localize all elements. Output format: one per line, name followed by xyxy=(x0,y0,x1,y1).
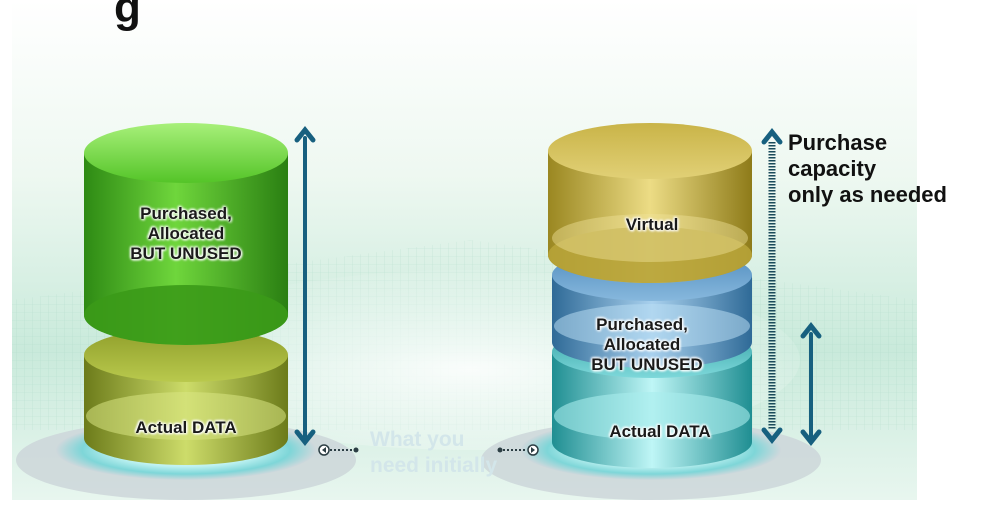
right-actual-data-cylinder xyxy=(552,326,752,468)
right-middle-label-line: BUT UNUSED xyxy=(591,355,703,374)
purchase-note-line: capacity xyxy=(788,156,877,181)
left-bottom-cylinder-label: Actual DATA xyxy=(135,418,237,437)
purchase-note-line: only as needed xyxy=(788,182,947,207)
left-top-label-line: Allocated xyxy=(147,224,225,243)
right-middle-cylinder-label: Purchased, Allocated BUT UNUSED xyxy=(560,315,724,375)
initial-need-note: What you need initially xyxy=(370,427,497,479)
purchase-capacity-note: Purchase capacity only as needed xyxy=(788,130,947,208)
right-virtual-capacity-arrow xyxy=(761,127,783,445)
left-capacity-arrow xyxy=(294,125,316,447)
purchase-note-line: Purchase xyxy=(788,130,888,155)
left-top-label-line: BUT UNUSED xyxy=(130,244,242,263)
right-middle-label-line: Purchased, xyxy=(596,315,688,334)
center-connector-left xyxy=(318,444,359,456)
left-actual-data-cylinder xyxy=(84,328,288,465)
initial-note-line: What you xyxy=(370,428,465,451)
right-middle-label-line: Allocated xyxy=(603,335,681,354)
right-virtual-label: Virtual xyxy=(625,215,679,234)
initial-note-line: need initially xyxy=(370,454,498,477)
right-stack xyxy=(481,123,821,500)
left-stack xyxy=(16,123,356,500)
left-top-label-line: Purchased, xyxy=(140,204,232,223)
center-connector-right xyxy=(497,444,539,456)
title-fragment: g xyxy=(114,0,141,32)
right-virtual-cylinder xyxy=(548,123,752,283)
right-actual-capacity-arrow xyxy=(800,321,822,447)
left-purchased-unused-cylinder xyxy=(84,123,288,345)
right-bottom-cylinder-label: Actual DATA xyxy=(609,422,711,441)
left-top-cylinder-label: Purchased, Allocated BUT UNUSED xyxy=(104,204,268,264)
